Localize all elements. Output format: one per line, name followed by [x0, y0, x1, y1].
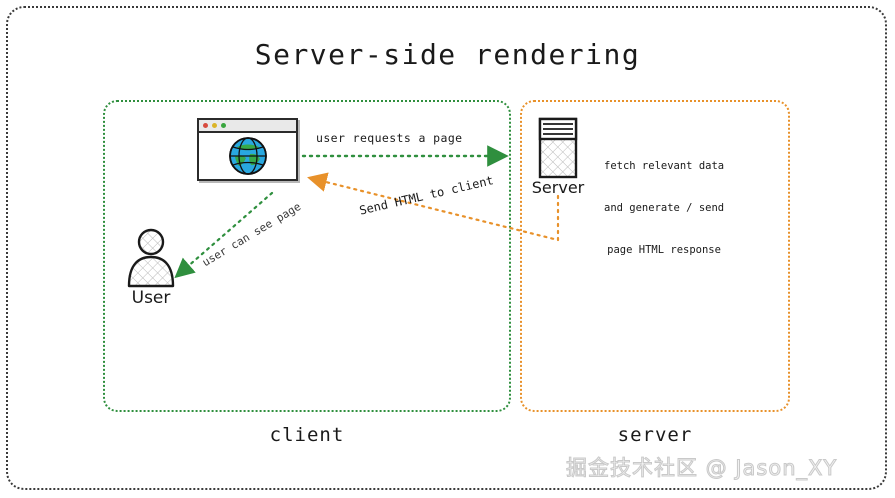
server-rack-icon: [538, 117, 578, 179]
browser-window-icon: [197, 118, 298, 181]
zone-server: [520, 100, 790, 412]
server-work-line-2: and generate / send: [604, 202, 725, 214]
outer-frame: [6, 6, 887, 490]
server-node-label: Server: [531, 178, 585, 197]
browser-dot-yellow-icon: [212, 123, 217, 128]
server-work-line-3: page HTML response: [607, 244, 721, 256]
browser-dot-red-icon: [203, 123, 208, 128]
user-node-label: User: [131, 288, 171, 308]
zone-label-client: client: [269, 424, 345, 446]
server-work-annotation: fetch relevant data and generate / send …: [604, 131, 724, 285]
browser-dot-green-icon: [221, 123, 226, 128]
browser-content: [199, 133, 296, 179]
browser-titlebar: [199, 120, 296, 133]
page-title: Server-side rendering: [254, 38, 641, 71]
user-person-icon: [123, 228, 179, 288]
server-work-line-1: fetch relevant data: [604, 160, 725, 172]
zone-client: [103, 100, 511, 412]
zone-label-server: server: [617, 424, 693, 446]
globe-icon: [228, 137, 267, 175]
watermark: 掘金技术社区 @ Jason_XY: [565, 456, 838, 481]
edge-label-request: user requests a page: [316, 131, 463, 145]
